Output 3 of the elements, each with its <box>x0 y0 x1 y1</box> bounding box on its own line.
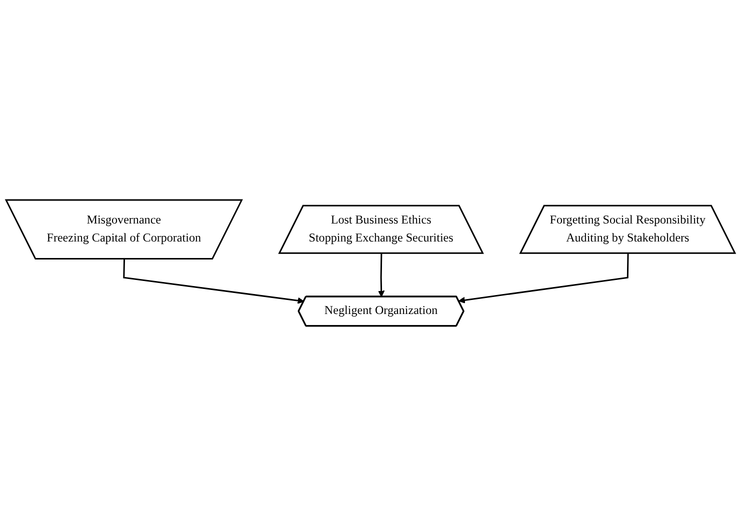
arrow <box>378 253 385 297</box>
arrow <box>458 253 629 304</box>
arrow <box>123 258 304 304</box>
